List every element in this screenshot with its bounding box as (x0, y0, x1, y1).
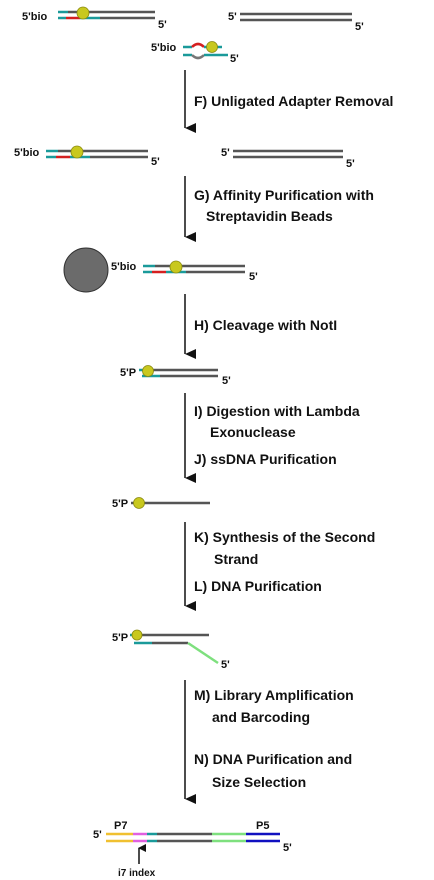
step-m-label-line1: M) Library Amplification (194, 687, 354, 703)
attachment-dot (206, 41, 218, 53)
step-f-label: F) Unligated Adapter Removal (194, 93, 393, 109)
attachment-dot (76, 6, 90, 20)
bio-label: 5'bio (111, 261, 137, 273)
five-prime-label: 5' (346, 158, 355, 170)
step-j-label: J) ssDNA Purification (194, 451, 337, 467)
attachment-dot (131, 629, 143, 641)
five-prime-label: 5' (222, 375, 231, 387)
i7-index-label: i7 index (118, 868, 156, 879)
bio-label: 5'bio (151, 42, 177, 54)
step-g-label-line1: G) Affinity Purification with (194, 187, 374, 203)
p7-label: P7 (114, 820, 127, 832)
green-primer-tail (187, 641, 219, 665)
step-m-label-line2: and Barcoding (212, 709, 310, 725)
five-prime-label: 5' (221, 147, 230, 159)
row1-adapter-dimer: 5'bio 5' (151, 41, 239, 65)
five-prime-label: 5' (93, 829, 102, 841)
five-prime-label: 5' (228, 11, 237, 23)
step-i-label-line1: I) Digestion with Lambda (194, 403, 360, 419)
five-prime-label: 5' (151, 156, 160, 168)
step-k-label-line2: Strand (214, 551, 258, 567)
row2-ligated-biotinylated-product: 5'bio 5' (14, 145, 160, 168)
row1-ligated-biotinylated-product: 5'bio 5' (22, 6, 167, 31)
step-g-label-line2: Streptavidin Beads (206, 208, 333, 224)
step-n-label-line2: Size Selection (212, 774, 306, 790)
bio-label: 5'bio (22, 11, 48, 23)
five-p-label: 5'P (112, 498, 128, 510)
p5-label: P5 (256, 820, 269, 832)
step-n-label-line1: N) DNA Purification and (194, 751, 352, 767)
attachment-dot (169, 260, 183, 274)
row2-unligated-dna: 5' 5' (221, 147, 355, 170)
step-l-label: L) DNA Purification (194, 578, 322, 594)
row6-second-strand: 5'P 5' (112, 629, 230, 671)
step-k-label-line1: K) Synthesis of the Second (194, 529, 375, 545)
row4-cleaved-product: 5'P 5' (120, 365, 231, 387)
bio-label: 5'bio (14, 147, 40, 159)
row1-unligated-dna: 5' 5' (228, 11, 364, 33)
step-i-label-line2: Exonuclease (210, 424, 296, 440)
five-prime-label: 5' (158, 19, 167, 31)
attachment-dot (142, 365, 154, 377)
row5-ssdna: 5'P (112, 497, 210, 510)
five-p-label: 5'P (120, 367, 136, 379)
five-prime-label: 5' (249, 271, 258, 283)
five-p-label: 5'P (112, 632, 128, 644)
five-prime-label: 5' (230, 53, 239, 65)
row3-bead-bound-product: 5'bio 5' (63, 247, 258, 293)
five-prime-label: 5' (355, 21, 364, 33)
step-h-label: H) Cleavage with NotI (194, 317, 337, 333)
five-prime-label: 5' (283, 842, 292, 854)
attachment-dot (133, 497, 145, 509)
attachment-dot (70, 145, 84, 159)
five-prime-label: 5' (221, 659, 230, 671)
streptavidin-bead (63, 247, 109, 293)
row7-final-library: 5' P7 P5 5' i7 index (93, 820, 292, 879)
